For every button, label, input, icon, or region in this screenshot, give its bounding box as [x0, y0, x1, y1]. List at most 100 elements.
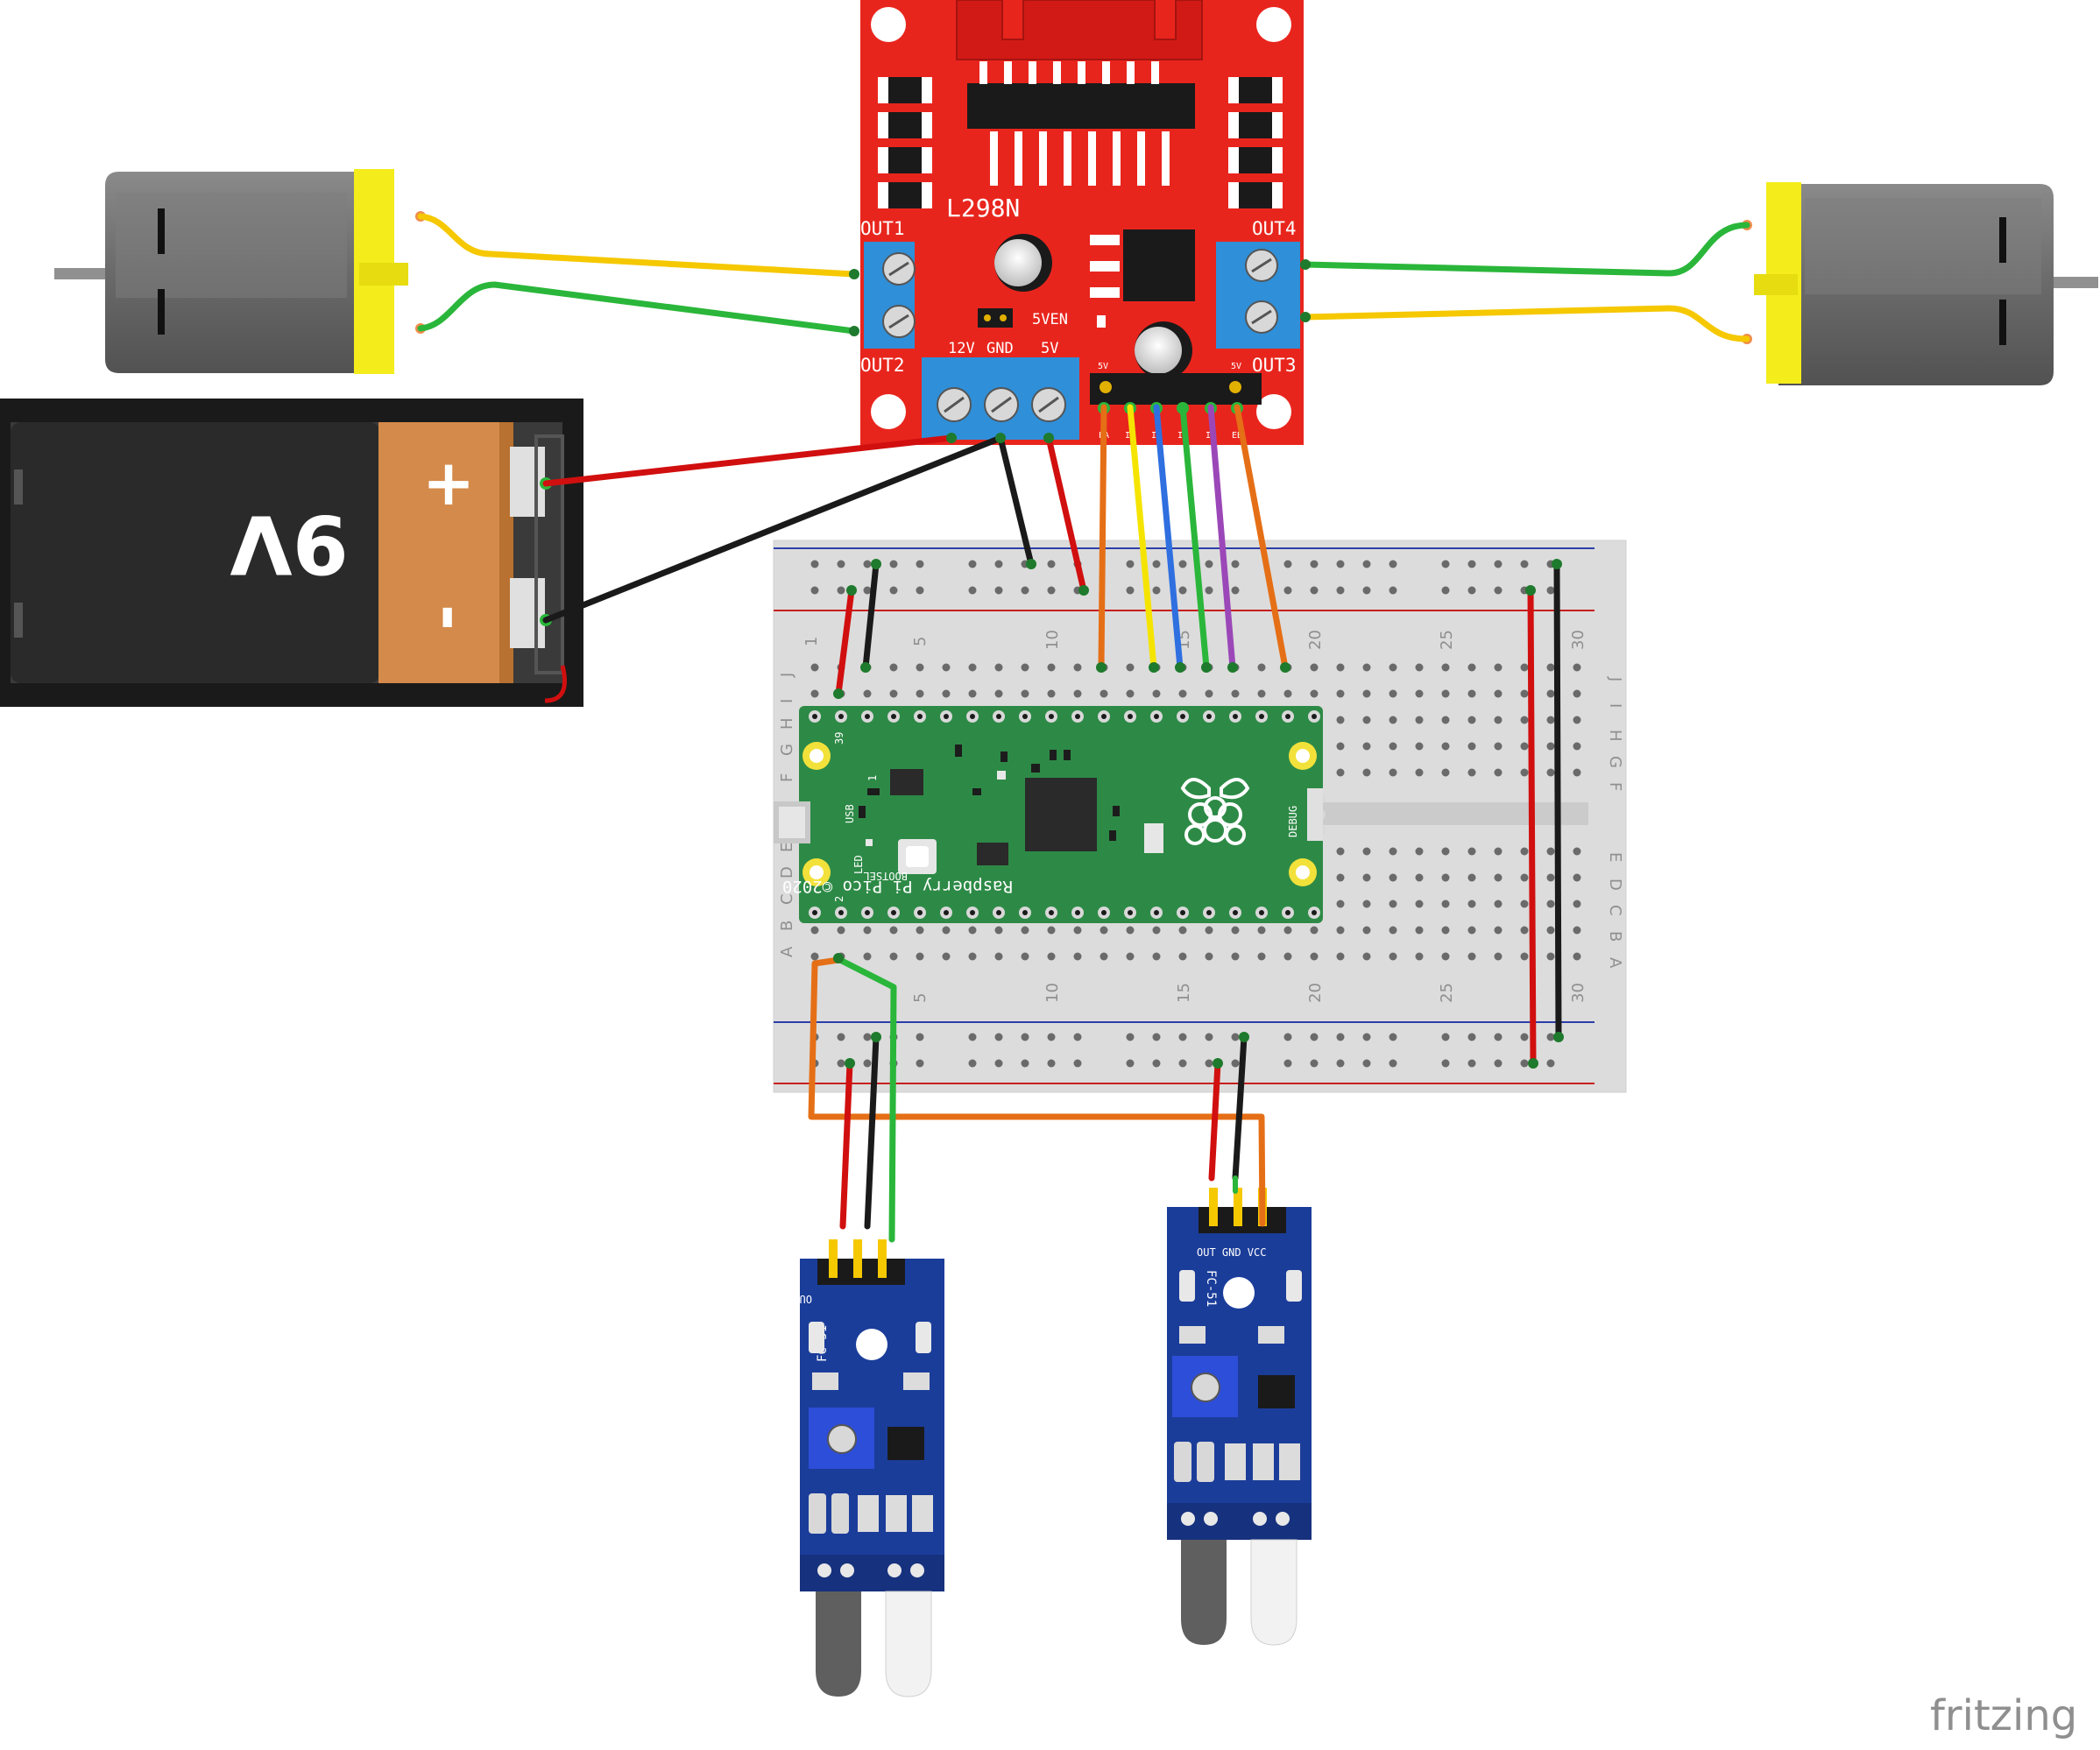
breadboard-hole [1231, 560, 1240, 568]
breadboard-hole [1362, 716, 1371, 724]
breadboard-hole [1073, 952, 1082, 961]
breadboard-hole [837, 560, 845, 568]
breadboard-hole [810, 586, 819, 595]
wire-endpoint [1280, 662, 1290, 673]
row-letter: F [1606, 782, 1624, 791]
breadboard-hole [916, 952, 924, 961]
pico-pins [809, 710, 1326, 919]
breadboard-hole [1126, 952, 1135, 961]
breadboard-hole [968, 689, 977, 698]
out3-label: OUT3 [1252, 355, 1297, 376]
breadboard-hole [1467, 689, 1476, 698]
breadboard-hole [1494, 560, 1503, 568]
breadboard-hole [1441, 952, 1450, 961]
breadboard-hole [1415, 768, 1424, 777]
ir-receiver-icon [1181, 1540, 1227, 1645]
breadboard-hole [1231, 689, 1240, 698]
breadboard-hole [1073, 1059, 1082, 1068]
breadboard-hole [1047, 560, 1056, 568]
row-letter: G [778, 744, 796, 756]
breadboard-hole [1441, 900, 1450, 908]
ir-sensor-fc51-right: OUT GND VCC FC-51 [1167, 1188, 1312, 1646]
breadboard-hole [1573, 952, 1581, 961]
wire-rail-jumper-black [1553, 561, 1562, 1041]
breadboard-hole [1336, 900, 1345, 908]
breadboard-hole [1494, 586, 1503, 595]
breadboard-hole [994, 689, 1003, 698]
breadboard-hole [968, 1033, 977, 1041]
breadboard-hole [810, 689, 819, 698]
breadboard-hole [1099, 689, 1108, 698]
sensor-pin-label: OUT GND VCC [1197, 1246, 1266, 1259]
breadboard-hole [1231, 926, 1240, 935]
breadboard-hole [1073, 663, 1082, 672]
wire-in3 [1179, 404, 1210, 671]
breadboard-hole [1336, 716, 1345, 724]
breadboard-hole [1152, 586, 1161, 595]
breadboard-hole [1178, 560, 1187, 568]
breadboard-hole [1467, 768, 1476, 777]
battery-plus-label: + [422, 446, 475, 519]
breadboard-hole [1546, 663, 1555, 672]
breadboard-hole [1389, 873, 1397, 882]
wire-endpoint [849, 326, 859, 336]
breadboard-hole [1389, 900, 1397, 908]
breadboard-hole [1283, 1033, 1292, 1041]
pin-label: 2 [833, 896, 845, 902]
breadboard-hole [1415, 952, 1424, 961]
out2-label: OUT2 [860, 355, 905, 376]
crystal [890, 769, 923, 795]
breadboard-hole [1467, 847, 1476, 856]
sensor-pin-label: OUT GND VCC [743, 1293, 812, 1305]
wire-in4 [1207, 404, 1236, 671]
breadboard-hole [1152, 560, 1161, 568]
breadboard-hole [1073, 926, 1082, 935]
breadboard-hole [1205, 689, 1213, 698]
row-letter: I [778, 699, 796, 703]
breadboard-hole [1021, 663, 1029, 672]
l298n-label: L298N [946, 194, 1020, 222]
breadboard-hole [1415, 847, 1424, 856]
breadboard-hole [994, 952, 1003, 961]
breadboard-hole [1178, 586, 1187, 595]
wire-ena [1098, 404, 1107, 671]
breadboard-hole [1520, 560, 1529, 568]
breadboard-hole [1389, 926, 1397, 935]
breadboard-hole [1126, 689, 1135, 698]
breadboard-hole [863, 952, 872, 961]
breadboard-hole [1021, 952, 1029, 961]
breadboard-hole [1573, 663, 1581, 672]
gnd-label: GND [986, 340, 1014, 357]
breadboard-hole [994, 586, 1003, 595]
row-letter: D [1606, 879, 1624, 891]
breadboard-hole [1178, 952, 1187, 961]
breadboard-hole [1546, 926, 1555, 935]
battery-holder: 9V + - [0, 399, 583, 707]
raspberry-logo-icon [1180, 778, 1250, 845]
breadboard-hole [1520, 663, 1529, 672]
breadboard-hole [1152, 952, 1161, 961]
breadboard-hole [1494, 1033, 1503, 1041]
breadboard-hole [1441, 1033, 1450, 1041]
breadboard-hole [1205, 1033, 1213, 1041]
wire-endpoint [1096, 662, 1107, 673]
breadboard-hole [916, 926, 924, 935]
breadboard-hole [837, 586, 845, 595]
breadboard-hole [968, 663, 977, 672]
5ven-jumper[interactable] [978, 308, 1013, 328]
breadboard-hole [1546, 768, 1555, 777]
breadboard-hole [1336, 1033, 1345, 1041]
breadboard-hole [1362, 1033, 1371, 1041]
row-letter: F [778, 773, 796, 782]
breadboard-hole [1494, 768, 1503, 777]
5v-pin-label: 5V [1231, 362, 1241, 371]
out4-label: OUT4 [1252, 218, 1297, 239]
raspberry-pi-pico: Raspberry Pi Pico ©2020 USB BOOTSEL LED … [774, 706, 1326, 923]
breadboard-hole [1257, 952, 1266, 961]
breadboard-hole [1310, 586, 1319, 595]
breadboard-hole [968, 926, 977, 935]
wire-endpoint [1213, 1058, 1223, 1069]
breadboard-hole [1441, 716, 1450, 724]
breadboard-hole [1389, 952, 1397, 961]
col-number: 10 [1043, 630, 1062, 650]
